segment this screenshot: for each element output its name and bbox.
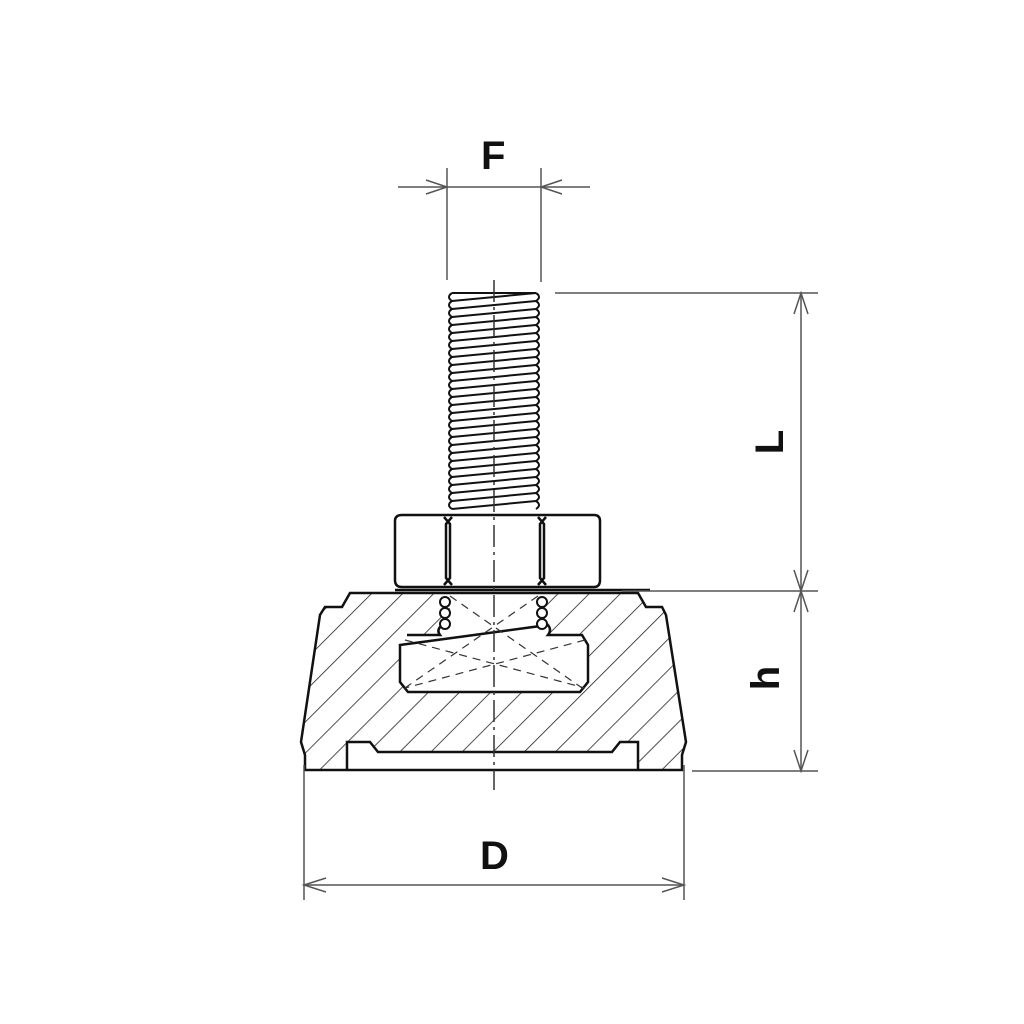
dimension-label-l: L (748, 429, 792, 455)
base-section (299, 591, 688, 772)
thread-right-edge (534, 292, 540, 510)
hex-nut (393, 513, 602, 589)
dimension-label-f: F (481, 134, 506, 178)
dimension-d (301, 765, 687, 900)
bottom-recess (347, 742, 638, 770)
ball-bearings (439, 596, 548, 630)
thread-left-edge (448, 292, 454, 510)
dimension-l-h (555, 290, 818, 774)
dimension-label-h: h (744, 665, 788, 691)
dimension-f (398, 168, 590, 282)
dimension-label-d: D (480, 834, 509, 878)
